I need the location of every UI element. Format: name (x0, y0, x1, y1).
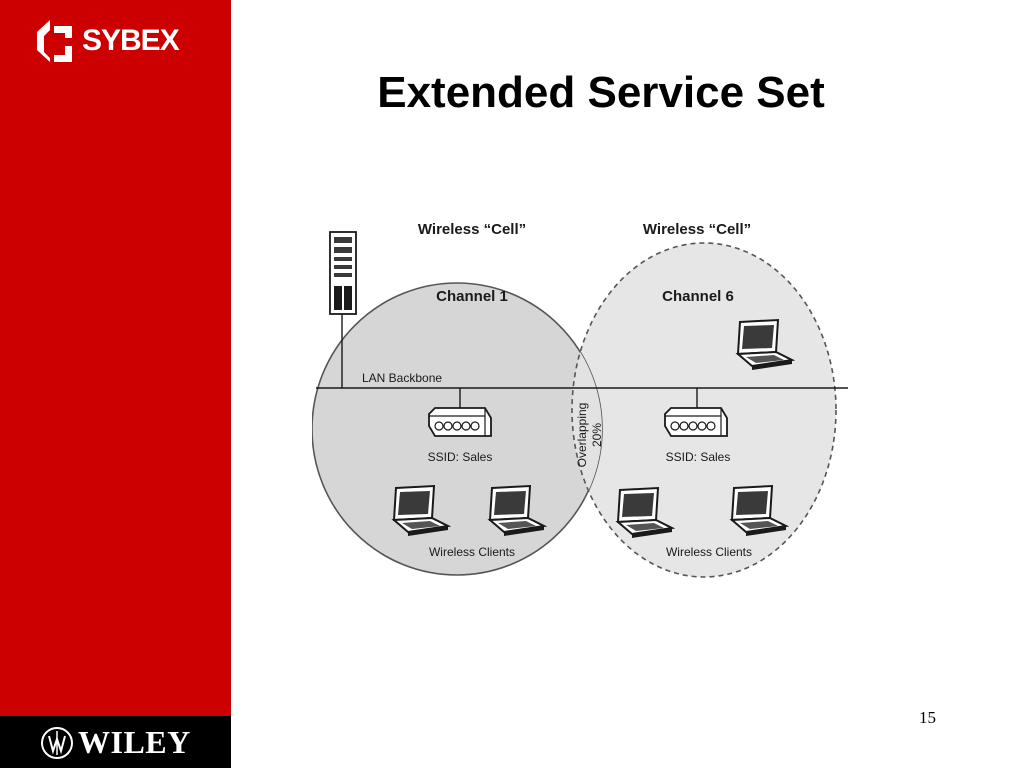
footer-band (0, 716, 231, 768)
cell-right-heading: Wireless “Cell” (643, 221, 751, 238)
cell-right-ssid: SSID: Sales (666, 450, 731, 464)
cell-right-clients-label: Wireless Clients (666, 545, 752, 559)
cell-left-channel: Channel 1 (436, 288, 508, 305)
cell-right-dashed-outline (571, 283, 602, 575)
sybex-wordmark: SYBEX (82, 24, 180, 57)
wiley-mark-icon (41, 726, 73, 759)
sybex-logo: SYBEX (32, 18, 180, 64)
sidebar-band (0, 0, 231, 716)
cell-right-channel: Channel 6 (662, 288, 734, 305)
overlap-percent: 20% (590, 423, 604, 447)
wiley-wordmark: WILEY (78, 724, 191, 760)
overlap-label: Overlapping (575, 403, 589, 468)
wiley-logo: WILEY (40, 724, 191, 761)
access-point-right-icon (664, 407, 728, 437)
lan-backbone-label: LAN Backbone (362, 371, 442, 385)
cell-left-ssid: SSID: Sales (428, 450, 493, 464)
access-point-left-icon (428, 407, 492, 437)
cell-left-heading: Wireless “Cell” (418, 221, 526, 238)
cell-left-clients-label: Wireless Clients (429, 545, 515, 559)
slide-title: Extended Service Set (377, 68, 825, 117)
ess-diagram: Wireless “Cell” Wireless “Cell” Channel … (311, 210, 852, 595)
server-icon (329, 231, 357, 315)
page-number: 15 (919, 708, 936, 727)
sybex-mark-icon (37, 20, 72, 62)
